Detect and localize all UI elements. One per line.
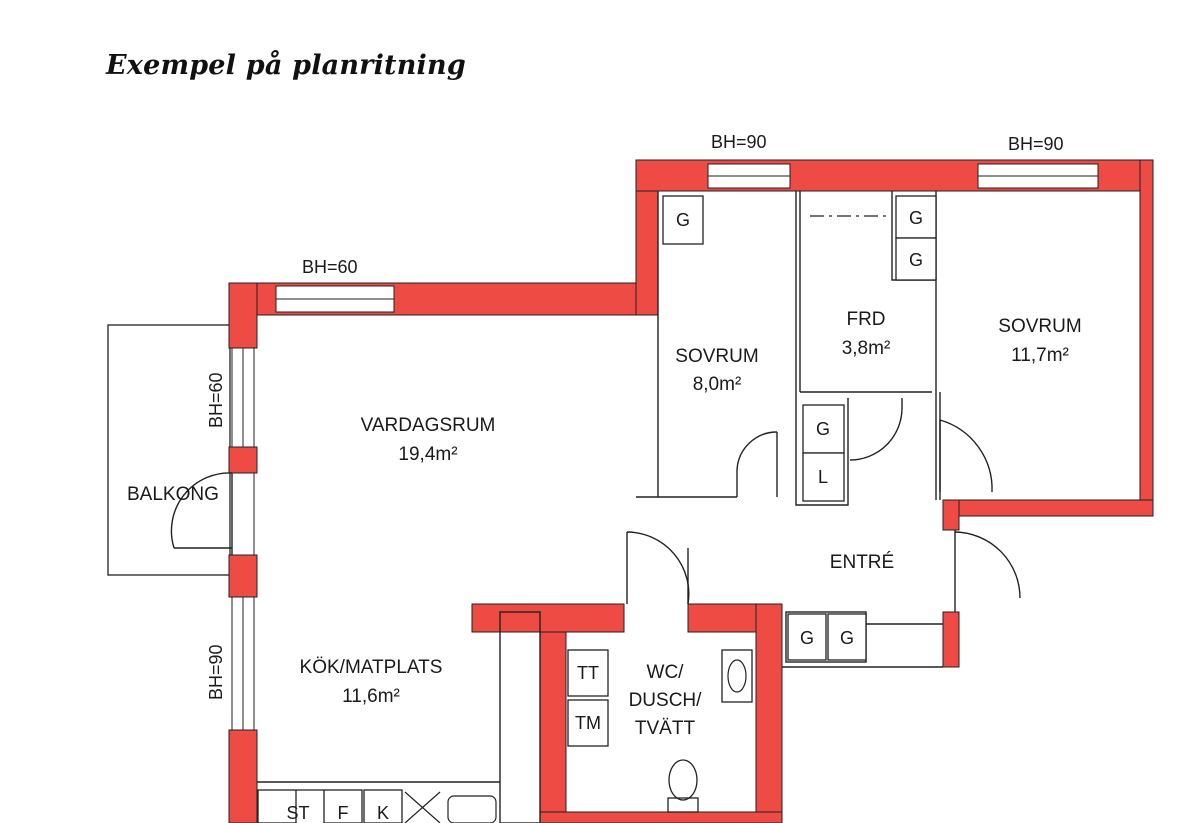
room-area-frd: 3,8m² — [842, 338, 891, 359]
balcony-outline — [107, 324, 231, 576]
fixture-label: G — [816, 419, 830, 439]
fixture-label: ST — [286, 803, 309, 823]
room-name-wc: TVÄTT — [635, 718, 696, 739]
fixture-label: TT — [577, 663, 599, 683]
fixture-label: G — [909, 250, 923, 270]
page-title: Exempel på planritning — [106, 50, 466, 81]
room-name-sovrum-small: SOVRUM — [675, 346, 758, 367]
bh-label: BH=60 — [302, 257, 358, 277]
fixture-label: G — [800, 628, 814, 648]
room-name-sovrum-large: SOVRUM — [998, 316, 1081, 337]
bh-label: BH=90 — [1008, 134, 1064, 154]
fixture-label: G — [840, 628, 854, 648]
room-area-sovrum-large: 11,7m² — [1011, 345, 1069, 366]
fixture-label: G — [676, 210, 690, 230]
fixture-label: F — [338, 803, 349, 823]
room-area-kok: 11,6m² — [342, 686, 400, 707]
room-name-vardagsrum: VARDAGSRUM — [361, 415, 496, 436]
room-area-vardagsrum: 19,4m² — [398, 444, 457, 465]
fixture-boxes — [257, 195, 937, 823]
room-area-sovrum-small: 8,0m² — [693, 374, 742, 395]
doors — [170, 398, 1021, 612]
room-name-balkong: BALKONG — [127, 484, 219, 505]
room-name-wc: WC/ — [647, 662, 685, 683]
room-name-wc: DUSCH/ — [629, 690, 703, 711]
sink-icon — [727, 659, 747, 693]
fixture-label: L — [818, 467, 828, 487]
toilet-icon — [667, 759, 699, 813]
bh-label: BH=90 — [711, 132, 767, 152]
bh-label: BH=90 — [206, 644, 226, 700]
room-name-kok: KÖK/MATPLATS — [300, 657, 443, 678]
stove-icon — [404, 791, 497, 823]
bh-label: BH=60 — [206, 372, 226, 428]
room-name-entre: ENTRÉ — [830, 552, 894, 573]
fixture-label: G — [909, 208, 923, 228]
fixture-label: K — [377, 803, 389, 823]
fixture-label: TM — [575, 713, 601, 733]
windows — [231, 163, 1099, 731]
room-name-frd: FRD — [846, 309, 885, 330]
